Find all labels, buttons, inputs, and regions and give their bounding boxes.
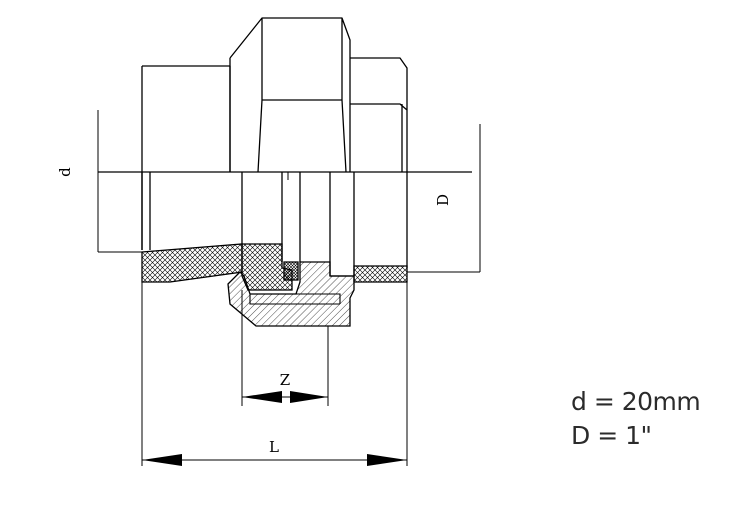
spec-d-value: d = 20mm <box>571 387 701 416</box>
dimension-l <box>142 454 407 466</box>
nut-collar-section <box>227 261 355 327</box>
dimension-l-label: L <box>269 438 279 456</box>
nut-inner-lines <box>249 293 341 305</box>
spec-D-value: D = 1" <box>571 421 652 450</box>
threaded-end-outline <box>350 57 408 268</box>
dimension-z-label: Z <box>280 371 290 389</box>
hex-nut-outline <box>229 17 351 173</box>
left-socket-section <box>141 243 243 283</box>
dimension-d <box>97 110 142 253</box>
threaded-end-section <box>353 265 408 283</box>
dimension-D-label: D <box>434 194 452 206</box>
oring-seal <box>283 261 299 281</box>
dimension-d-label: d <box>56 167 74 177</box>
inner-bore-lines <box>141 172 355 277</box>
left-socket-outline <box>141 65 231 250</box>
dimension-D <box>407 124 481 273</box>
dimension-z <box>242 391 328 403</box>
